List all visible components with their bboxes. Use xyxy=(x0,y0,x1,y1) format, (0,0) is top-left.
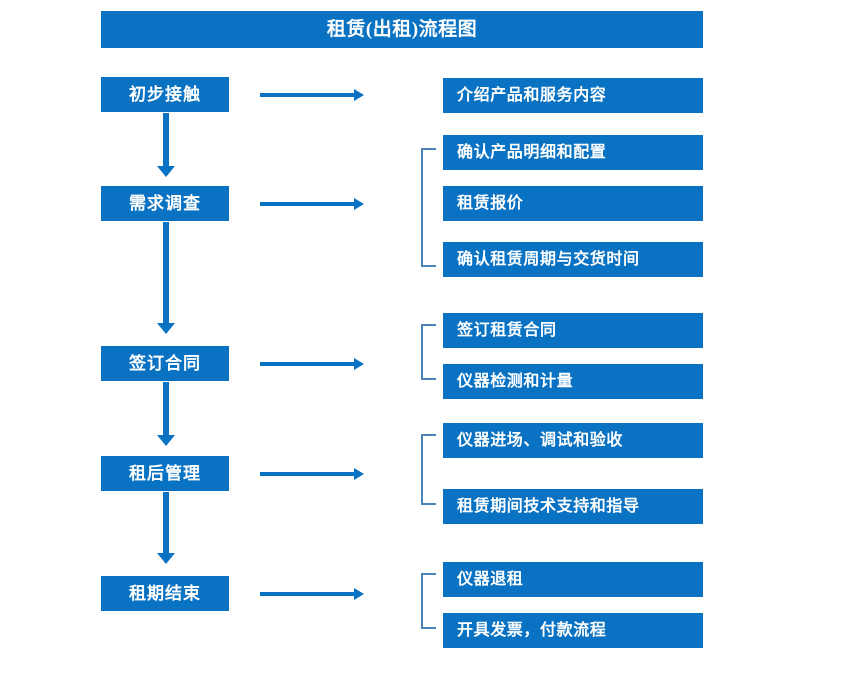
arrow-shaft xyxy=(163,113,169,166)
detail-box-1[interactable]: 介绍产品和服务内容 xyxy=(443,78,703,113)
detail-box-9[interactable]: 仪器退租 xyxy=(443,562,703,597)
stage-box-5[interactable]: 租期结束 xyxy=(101,576,229,611)
arrow-head xyxy=(354,588,364,600)
arrow-head xyxy=(157,553,175,564)
page-title: 租赁(出租)流程图 xyxy=(326,19,478,40)
right-arrow-icon-4 xyxy=(260,467,364,481)
detail-box-3[interactable]: 租赁报价 xyxy=(443,186,703,221)
arrow-shaft xyxy=(260,93,355,97)
down-arrow-icon-4 xyxy=(157,492,175,564)
arrow-shaft xyxy=(163,382,169,435)
arrow-head xyxy=(157,435,175,446)
detail-box-6[interactable]: 仪器检测和计量 xyxy=(443,364,703,399)
right-arrow-icon-5 xyxy=(260,587,364,601)
down-arrow-icon-1 xyxy=(157,113,175,177)
right-arrow-icon-1 xyxy=(260,88,364,102)
arrow-shaft xyxy=(163,492,169,553)
group-bracket-2 xyxy=(421,324,436,380)
down-arrow-icon-2 xyxy=(157,222,175,334)
group-bracket-3 xyxy=(421,434,436,505)
detail-label-5: 签订租赁合同 xyxy=(457,321,557,339)
stage-box-3[interactable]: 签订合同 xyxy=(101,346,229,381)
detail-box-4[interactable]: 确认租赁周期与交货时间 xyxy=(443,242,703,277)
detail-label-8: 租赁期间技术支持和指导 xyxy=(457,497,640,515)
arrow-head xyxy=(354,89,364,101)
stage-box-2[interactable]: 需求调查 xyxy=(101,186,229,221)
detail-label-1: 介绍产品和服务内容 xyxy=(457,86,607,104)
group-bracket-1 xyxy=(421,148,436,267)
detail-label-6: 仪器检测和计量 xyxy=(457,372,574,390)
chart-title-banner: 租赁(出租)流程图 xyxy=(101,11,703,48)
stage-box-4[interactable]: 租后管理 xyxy=(101,456,229,491)
arrow-head xyxy=(157,166,175,177)
arrow-shaft xyxy=(260,362,355,366)
detail-label-2: 确认产品明细和配置 xyxy=(457,143,607,161)
arrow-shaft xyxy=(163,222,169,323)
right-arrow-icon-2 xyxy=(260,197,364,211)
stage-label-2: 需求调查 xyxy=(129,194,201,213)
detail-label-10: 开具发票，付款流程 xyxy=(457,621,607,639)
stage-label-4: 租后管理 xyxy=(129,464,201,483)
detail-box-5[interactable]: 签订租赁合同 xyxy=(443,313,703,348)
detail-box-8[interactable]: 租赁期间技术支持和指导 xyxy=(443,489,703,524)
detail-box-7[interactable]: 仪器进场、调试和验收 xyxy=(443,423,703,458)
arrow-shaft xyxy=(260,202,355,206)
detail-label-4: 确认租赁周期与交货时间 xyxy=(457,250,640,268)
stage-label-5: 租期结束 xyxy=(129,584,201,603)
arrow-shaft xyxy=(260,472,355,476)
detail-label-9: 仪器退租 xyxy=(457,570,524,588)
arrow-head xyxy=(157,323,175,334)
detail-label-3: 租赁报价 xyxy=(457,194,524,212)
right-arrow-icon-3 xyxy=(260,357,364,371)
down-arrow-icon-3 xyxy=(157,382,175,446)
detail-box-10[interactable]: 开具发票，付款流程 xyxy=(443,613,703,648)
stage-box-1[interactable]: 初步接触 xyxy=(101,77,229,112)
arrow-head xyxy=(354,358,364,370)
detail-box-2[interactable]: 确认产品明细和配置 xyxy=(443,135,703,170)
group-bracket-4 xyxy=(421,573,436,629)
stage-label-3: 签订合同 xyxy=(129,354,201,373)
arrow-shaft xyxy=(260,592,355,596)
stage-label-1: 初步接触 xyxy=(129,85,201,104)
arrow-head xyxy=(354,468,364,480)
detail-label-7: 仪器进场、调试和验收 xyxy=(457,431,624,449)
arrow-head xyxy=(354,198,364,210)
